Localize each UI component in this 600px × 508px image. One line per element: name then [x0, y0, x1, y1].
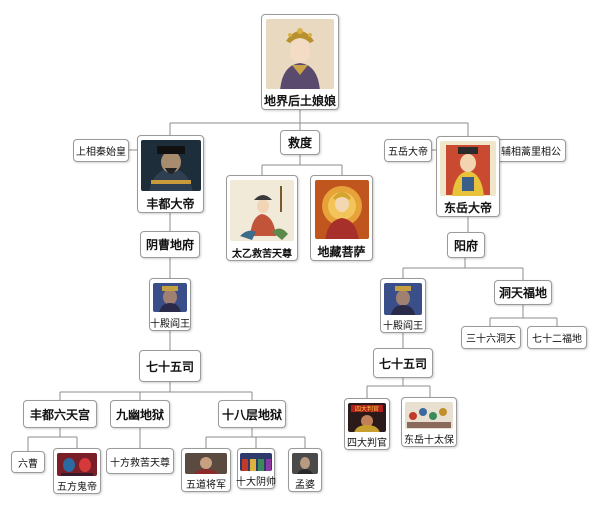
- dongyue-node[interactable]: 东岳大帝: [436, 136, 500, 217]
- taiyi-node[interactable]: 太乙救苦天尊: [226, 175, 298, 261]
- shifang-node[interactable]: 十方救苦天尊: [106, 448, 174, 474]
- qishiwusi-right-node[interactable]: 七十五司: [373, 348, 433, 378]
- sida-node[interactable]: 四大判官 四大判官: [344, 398, 390, 450]
- jiuyou-node[interactable]: 九幽地狱: [110, 400, 170, 428]
- shidian-right-portrait: [384, 283, 422, 315]
- fengdu-label: 丰都大帝: [146, 197, 195, 211]
- dongyue-portrait: [440, 141, 496, 196]
- shida-portrait: [240, 453, 272, 471]
- taibao-node[interactable]: 东岳十太保: [401, 397, 457, 447]
- sida-label: 四大判官: [347, 438, 387, 449]
- dizang-label: 地藏菩萨: [317, 245, 366, 259]
- jiudu-node[interactable]: 救度: [280, 130, 320, 155]
- wudao-portrait: [185, 453, 227, 474]
- houtu-portrait: [266, 19, 334, 89]
- wufang-label: 五方鬼帝: [57, 482, 97, 493]
- yincao-node[interactable]: 阴曹地府: [140, 231, 200, 258]
- shidian-left-label: 十殿阎王: [150, 319, 190, 330]
- taibao-portrait: [405, 402, 453, 429]
- mengpo-node[interactable]: 孟婆: [288, 448, 322, 492]
- shidian-left-node[interactable]: 十殿阎王: [149, 278, 191, 331]
- shidian-right-node[interactable]: 十殿阎王: [380, 278, 426, 333]
- shida-node[interactable]: 十大阴帅: [236, 448, 276, 489]
- shidian-left-portrait: [153, 283, 187, 312]
- qishiwusi-left-node[interactable]: 七十五司: [139, 350, 201, 382]
- mengpo-portrait: [292, 453, 318, 474]
- yangfu-node[interactable]: 阳府: [447, 232, 485, 258]
- taiyi-label: 太乙救苦天尊: [232, 249, 292, 260]
- taibao-label: 东岳十太保: [404, 435, 454, 446]
- dongyue-label: 东岳大帝: [443, 201, 492, 215]
- wuyue-node[interactable]: 五岳大帝: [384, 139, 432, 162]
- mengpo-label: 孟婆: [295, 480, 315, 491]
- liucao-node[interactable]: 六曹: [11, 451, 45, 473]
- shidian-right-label: 十殿阎王: [383, 321, 423, 332]
- taiyi-portrait: [230, 180, 294, 241]
- sanshiliu-node[interactable]: 三十六洞天: [461, 326, 521, 349]
- shibaceng-node[interactable]: 十八层地狱: [218, 400, 286, 428]
- shida-label: 十大阴帅: [236, 477, 276, 488]
- dizang-portrait: [314, 180, 369, 239]
- wufang-portrait: [57, 453, 97, 476]
- qishier-node[interactable]: 七十二福地: [527, 326, 587, 349]
- root-label: 地界后土娘娘: [263, 94, 336, 108]
- wudao-label: 五道将军: [186, 480, 226, 491]
- sida-plaque-lettering: 四大判官: [355, 405, 379, 413]
- wudao-node[interactable]: 五道将军: [181, 448, 231, 492]
- fengdu-node[interactable]: 丰都大帝: [137, 135, 204, 213]
- fuxiang-node[interactable]: 辅相蒿里相公: [496, 139, 566, 162]
- dongtian-node[interactable]: 洞天福地: [494, 280, 552, 305]
- shangxiang-node[interactable]: 上相秦始皇: [73, 139, 129, 162]
- dizang-node[interactable]: 地藏菩萨: [310, 175, 373, 261]
- liutiangong-node[interactable]: 丰都六天宫: [23, 400, 97, 428]
- wufang-node[interactable]: 五方鬼帝: [53, 448, 101, 494]
- sida-portrait: 四大判官: [348, 403, 386, 432]
- root-node[interactable]: 地界后土娘娘: [261, 14, 339, 110]
- fengdu-portrait: [140, 140, 201, 191]
